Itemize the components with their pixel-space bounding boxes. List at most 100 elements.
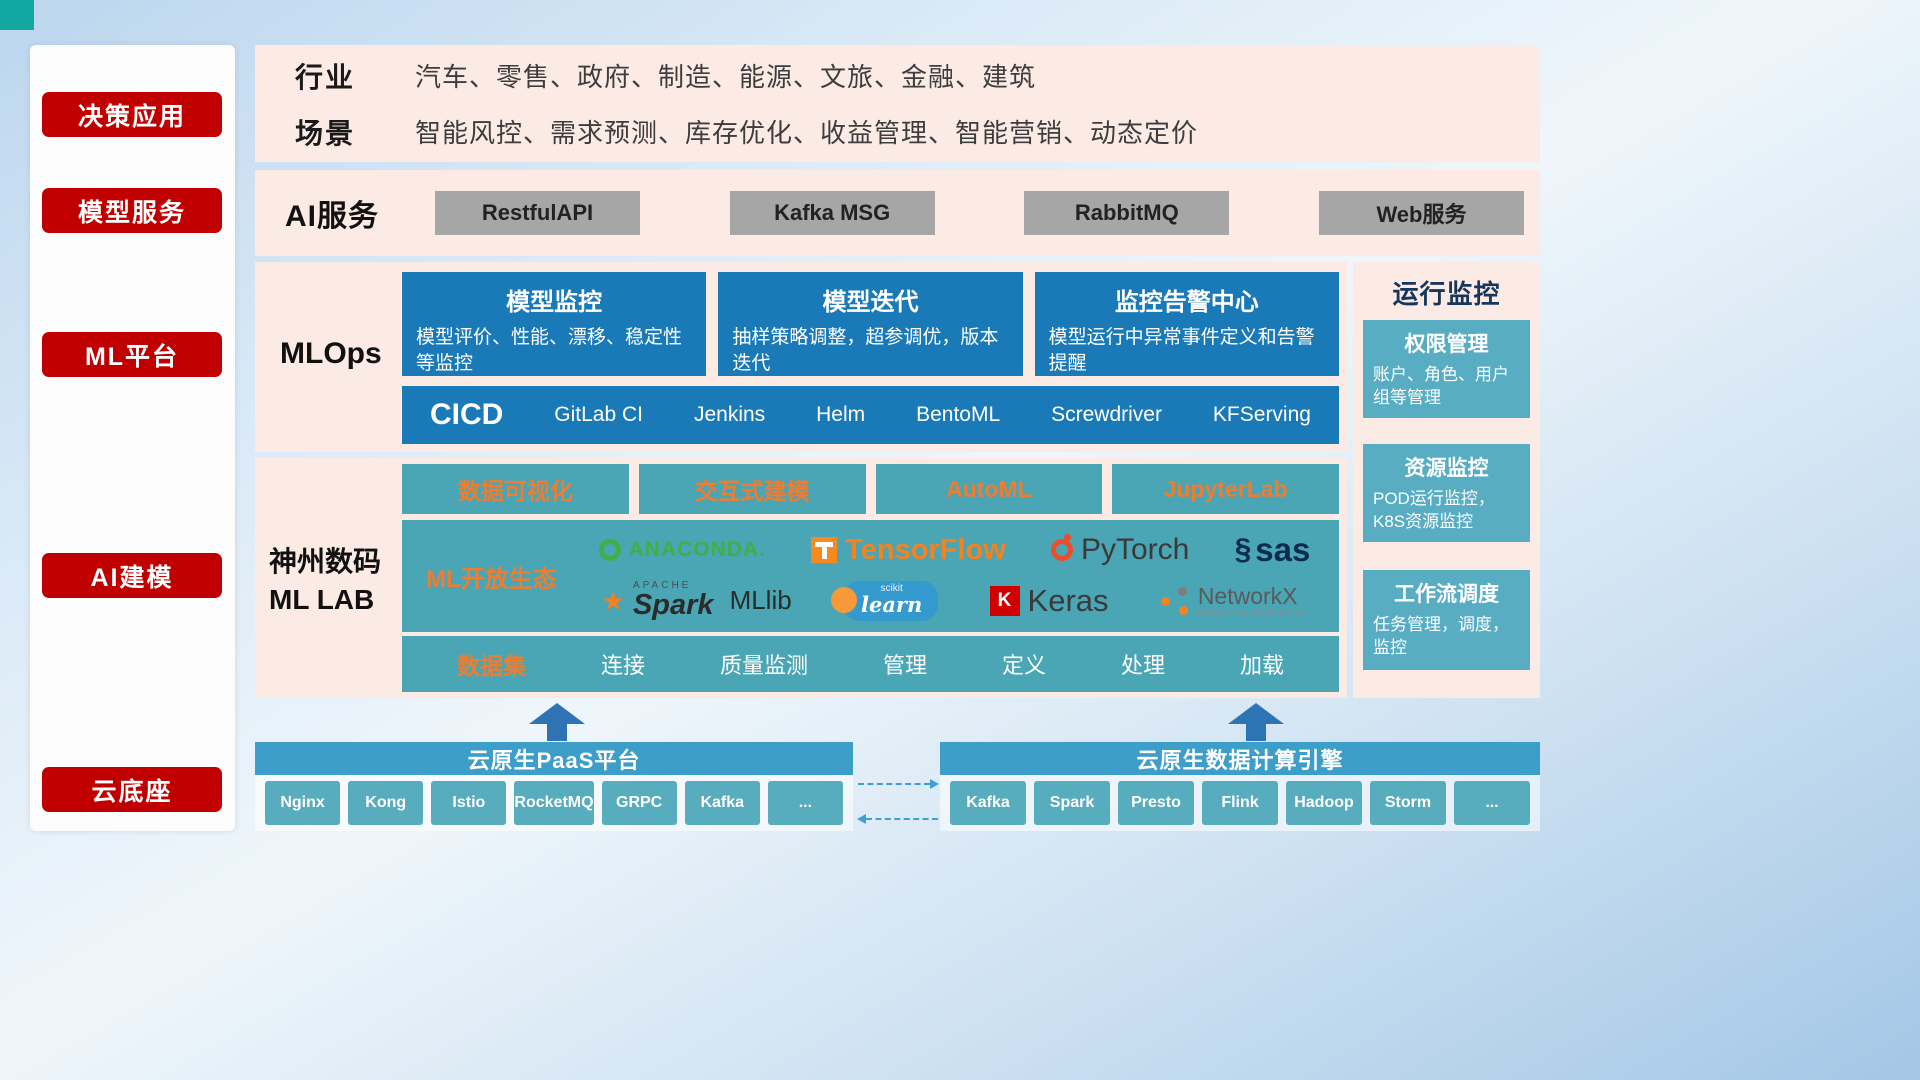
networkx-wordmark: NetworkX [1197, 582, 1298, 609]
up-arrow-paas [529, 703, 585, 741]
engine-body: Kafka Spark Presto Flink Hadoop Storm ..… [940, 775, 1540, 831]
arrow-head [529, 703, 585, 724]
pytorch-wordmark: PyTorch [1080, 533, 1190, 567]
paas-header: 云原生PaaS平台 [255, 742, 853, 775]
mllib-wordmark: MLlib [729, 585, 792, 616]
anaconda-logo: ANACONDA. [598, 538, 766, 562]
ml-lab-tools: 数据可视化 交互式建模 AutoML JupyterLab [402, 464, 1339, 514]
sidebar-item-decision-app: 决策应用 [42, 92, 222, 137]
sidebar: 决策应用 模型服务 ML平台 AI建模 云底座 [30, 45, 235, 831]
tool-interactive-modeling: 交互式建模 [638, 464, 866, 514]
keras-logo: K Keras [989, 582, 1109, 619]
chip-grpc: GRPC [601, 781, 677, 825]
spark-star-icon: ★ [601, 585, 625, 616]
networkx-caption: Network Analysis in Python [1197, 607, 1308, 617]
sidebar-item-ml-platform: ML平台 [42, 332, 222, 377]
cicd-screwdriver: Screwdriver [1051, 403, 1162, 426]
dataset-connect: 连接 [600, 653, 645, 678]
ml-lab-label: 神州数码 ML LAB [269, 543, 381, 619]
chip-kong: Kong [348, 781, 424, 825]
chip-storm: Storm [1370, 781, 1446, 825]
card-model-monitoring: 模型监控 模型评价、性能、漂移、稳定性等监控 [402, 272, 707, 376]
ai-service-panel: AI服务 RestfulAPI Kafka MSG RabbitMQ Web服务 [255, 170, 1540, 256]
mlops-panel: MLOps 模型监控 模型评价、性能、漂移、稳定性等监控 模型迭代 抽样策略调整… [255, 262, 1347, 452]
engine-header: 云原生数据计算引擎 [940, 742, 1540, 775]
chip-kafka-engine: Kafka [950, 781, 1026, 825]
sas-swirl-icon: § [1234, 533, 1252, 567]
sas-logo: § sas [1235, 531, 1311, 569]
scikit-learn-badge: scikit learn [830, 580, 939, 621]
dataset-label: 数据集 [457, 653, 526, 679]
chip-presto: Presto [1118, 781, 1194, 825]
ai-service-chips: RestfulAPI Kafka MSG RabbitMQ Web服务 [435, 191, 1524, 235]
dataset-process: 处理 [1120, 653, 1165, 678]
ecosystem-row-1: ANACONDA. TensorFlow PyTorch § sas [576, 531, 1333, 569]
scikit-learn-logo: scikit learn [830, 580, 939, 621]
ml-lab-panel: 神州数码 ML LAB 数据可视化 交互式建模 AutoML JupyterLa… [255, 458, 1347, 698]
ecosystem-row-2: ★ APACHE Spark MLlib scikit learn [576, 580, 1333, 621]
ai-service-label: AI服务 [285, 200, 379, 233]
card-desc: 账户、角色、用户组等管理 [1373, 365, 1509, 407]
pytorch-icon [1050, 534, 1073, 562]
card-title: 模型迭代 [822, 289, 919, 316]
chip-kafka-msg: Kafka MSG [729, 191, 935, 235]
card-title: 监控告警中心 [1114, 289, 1259, 316]
card-desc: 模型评价、性能、漂移、稳定性等监控 [416, 327, 683, 374]
tool-data-visualization: 数据可视化 [402, 464, 629, 514]
networkx-wordmark-block: NetworkX Network Analysis in Python [1197, 582, 1308, 618]
pytorch-logo: PyTorch [1050, 533, 1190, 567]
arrow-tail [547, 724, 567, 741]
arrow-head [1228, 703, 1284, 724]
spark-wordmark: Spark [632, 589, 714, 622]
scene-row: 场景 智能风控、需求预测、库存优化、收益管理、智能营销、动态定价 [295, 112, 1540, 152]
chip-more: ... [767, 781, 843, 825]
card-title: 权限管理 [1404, 333, 1489, 356]
keras-icon: K [989, 585, 1020, 616]
card-desc: 抽样策略调整，超参调优，版本迭代 [732, 327, 999, 374]
card-title: 工作流调度 [1394, 583, 1499, 606]
spark-caption: APACHE [632, 580, 692, 592]
sidebar-item-cloud-base: 云底座 [42, 767, 222, 812]
tensorflow-logo: TensorFlow [811, 534, 1006, 567]
cicd-bar: CICD GitLab CI Jenkins Helm BentoML Scre… [402, 386, 1339, 444]
runtime-monitoring-panel: 运行监控 权限管理 账户、角色、用户组等管理 资源监控 POD运行监控，K8S资… [1353, 262, 1540, 698]
tensorflow-icon [811, 537, 838, 564]
card-resource-monitoring: 资源监控 POD运行监控，K8S资源监控 [1363, 444, 1530, 542]
keras-wordmark: Keras [1027, 582, 1109, 618]
card-permission-management: 权限管理 账户、角色、用户组等管理 [1363, 320, 1530, 418]
mlops-label: MLOps [280, 337, 382, 370]
industry-scene-panel: 行业 汽车、零售、政府、制造、能源、文旅、金融、建筑 场景 智能风控、需求预测、… [255, 45, 1540, 162]
dashed-arrow-left-icon [857, 814, 938, 824]
cicd-jenkins: Jenkins [693, 403, 766, 426]
dataset-define: 定义 [1001, 653, 1046, 678]
card-model-iteration: 模型迭代 抽样策略调整，超参调优，版本迭代 [718, 272, 1023, 376]
arrow-tail [1246, 724, 1266, 741]
cicd-gitlab-ci: GitLab CI [554, 403, 644, 426]
chip-nginx: Nginx [265, 781, 341, 825]
ml-ecosystem-logos: ANACONDA. TensorFlow PyTorch § sas [576, 520, 1333, 632]
scikit-caption: scikit [880, 582, 903, 594]
scene-values: 智能风控、需求预测、库存优化、收益管理、智能营销、动态定价 [415, 118, 1199, 148]
chip-hadoop: Hadoop [1286, 781, 1362, 825]
chip-restfulapi: RestfulAPI [435, 191, 640, 235]
runtime-monitoring-title: 运行监控 [1392, 279, 1501, 309]
dataset-bar: 数据集 连接 质量监测 管理 定义 处理 加载 [402, 636, 1339, 692]
card-workflow-scheduling: 工作流调度 任务管理，调度，监控 [1363, 570, 1530, 670]
chip-rocketmq: RocketMQ [514, 781, 594, 825]
industry-row: 行业 汽车、零售、政府、制造、能源、文旅、金融、建筑 [295, 56, 1540, 96]
ml-ecosystem-label: ML开放生态 [426, 565, 557, 593]
sidebar-item-ai-modeling: AI建模 [42, 553, 222, 598]
dashed-arrow-right-icon [858, 779, 939, 789]
ml-ecosystem-box: ML开放生态 ANACONDA. TensorFlow PyTorch [402, 520, 1339, 632]
spark-wordmark-block: APACHE Spark [633, 581, 714, 620]
cicd-kfserving: KFServing [1212, 403, 1311, 426]
tensorflow-wordmark: TensorFlow [845, 533, 1006, 566]
chip-more-engine: ... [1454, 781, 1530, 825]
networkx-logo: NetworkX Network Analysis in Python [1160, 582, 1308, 618]
networkx-icon [1160, 586, 1190, 616]
up-arrow-engine [1228, 703, 1284, 741]
spark-mllib-logo: ★ APACHE Spark MLlib [602, 581, 792, 620]
corner-accent [0, 0, 34, 30]
chip-istio: Istio [431, 781, 507, 825]
